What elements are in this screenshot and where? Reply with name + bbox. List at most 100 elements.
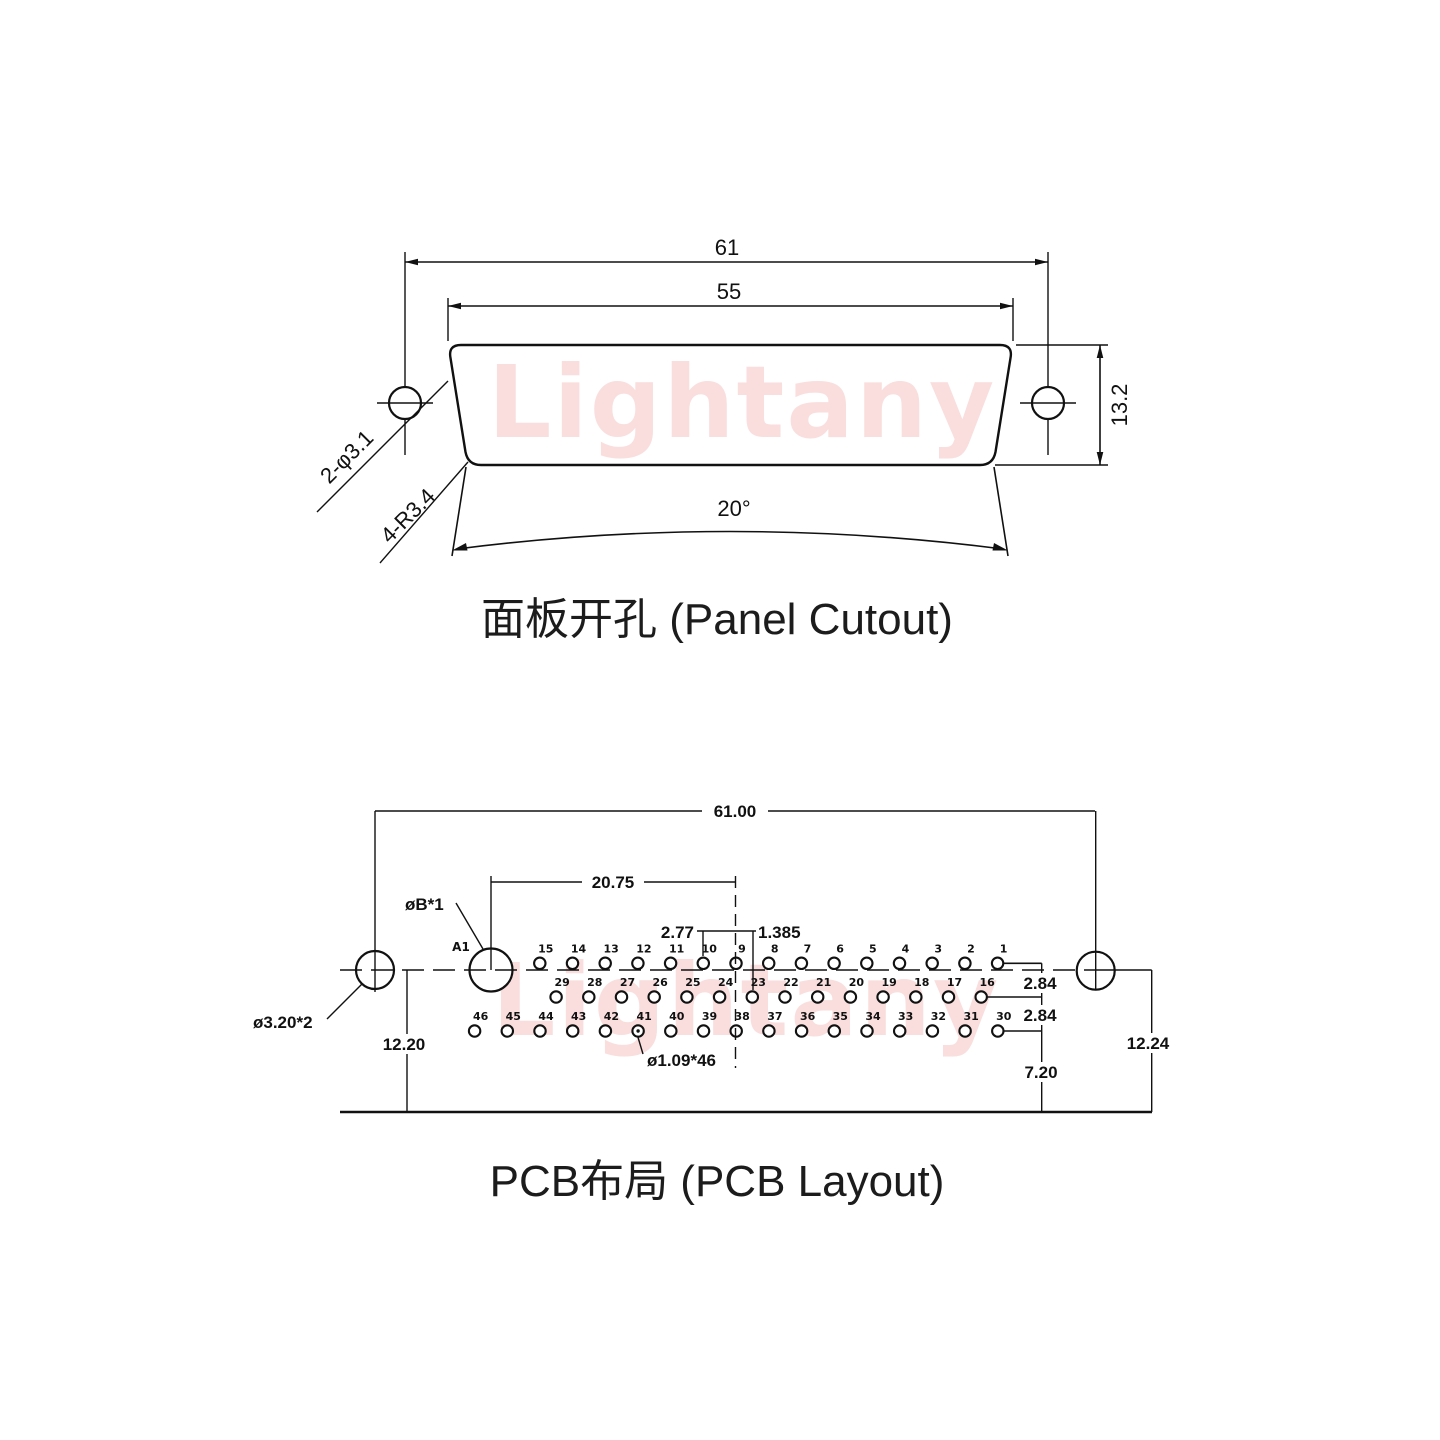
pin-number-38: 38	[735, 1010, 750, 1023]
dim-right-height-label: 12.24	[1127, 1034, 1170, 1053]
pin-number-18: 18	[914, 976, 929, 989]
pin-hole-35	[827, 1024, 842, 1038]
pin-hole-34	[860, 1024, 874, 1038]
pin-hole-25	[680, 990, 694, 1004]
pin-number-3: 3	[934, 942, 942, 955]
pin-number-21: 21	[816, 976, 831, 989]
label-a1-hole-dia: øB*1	[405, 895, 444, 914]
dim-height-label: 13.2	[1107, 384, 1132, 427]
pin-hole-22	[778, 990, 792, 1004]
pin-hole-7	[794, 956, 809, 971]
pin-hole-21	[810, 990, 825, 1004]
pin-hole-46	[467, 1024, 482, 1038]
pin-number-35: 35	[833, 1010, 848, 1023]
pin-hole-29	[549, 990, 563, 1004]
pin-number-25: 25	[685, 976, 700, 989]
pin-hole-45	[500, 1024, 515, 1038]
dim-row-gap1-bg	[1014, 973, 1067, 993]
dim-a1-center-bg	[582, 872, 644, 892]
pin-hole-8	[761, 956, 776, 971]
pin-hole-37	[762, 1024, 776, 1038]
pin-number-6: 6	[836, 942, 844, 955]
pin-number-31: 31	[963, 1010, 978, 1023]
dim-outer-width-label: 61	[715, 235, 739, 260]
pin-number-19: 19	[881, 976, 896, 989]
dim-row-gap1-label: 2.84	[1023, 974, 1057, 993]
label-pin-holes-dia: ø1.09*46	[647, 1051, 716, 1070]
pin-hole-32	[925, 1024, 940, 1038]
pin-number-37: 37	[767, 1010, 782, 1023]
pin-hole-13	[598, 956, 612, 971]
dim-left-height-bg	[374, 1034, 434, 1054]
pcb-caption: PCB布局 (PCB Layout)	[490, 1157, 945, 1206]
pin-hole-24	[712, 990, 727, 1004]
pin-hole-28	[582, 990, 596, 1004]
pin-hole-16	[974, 990, 988, 1004]
pin-hole-44	[533, 1024, 547, 1038]
pin-number-43: 43	[571, 1010, 586, 1023]
leader-corner-radius	[379, 461, 469, 564]
pin-hole-27	[614, 990, 629, 1004]
label-mount-holes-dia: ø3.20*2	[253, 1013, 313, 1032]
dim-right-height-bg	[1118, 1033, 1178, 1053]
pin-hole-23	[745, 990, 760, 1004]
pin-hole-4	[892, 956, 907, 971]
pin-hole-19	[876, 990, 890, 1004]
pin-number-1: 1	[1000, 942, 1008, 955]
pin-number-28: 28	[587, 976, 602, 989]
pin-hole-17	[941, 990, 956, 1004]
pin-hole-15	[533, 956, 547, 971]
dim-total-width-bg	[702, 801, 768, 821]
pin-hole-30	[991, 1024, 1005, 1038]
pin-hole-12	[631, 956, 645, 971]
pin-number-20: 20	[849, 976, 865, 989]
pin-number-11: 11	[669, 942, 684, 955]
panel-caption: 面板开孔 (Panel Cutout)	[481, 595, 953, 644]
pin-number-46: 46	[473, 1010, 489, 1023]
angle-arc-arrow-left	[452, 543, 468, 551]
dim-bottom-offset-bg	[1015, 1062, 1068, 1082]
pin-number-40: 40	[669, 1010, 685, 1023]
pin-number-29: 29	[554, 976, 569, 989]
pin-number-2: 2	[967, 942, 975, 955]
angle-arc	[456, 530, 1004, 550]
pin-hole-33	[892, 1024, 907, 1038]
dim-left-height-label: 12.20	[383, 1035, 426, 1054]
pin-hole-11	[663, 956, 678, 971]
flare-line-left	[451, 466, 467, 557]
pin-number-26: 26	[653, 976, 669, 989]
pin-number-9: 9	[738, 942, 746, 955]
pin-hole-31	[958, 1024, 972, 1038]
pin-number-41: 41	[636, 1010, 651, 1023]
pin-number-13: 13	[604, 942, 619, 955]
pin-number-36: 36	[800, 1010, 816, 1023]
dim-row-gap2-bg	[1014, 1005, 1067, 1025]
pin-hole-39	[696, 1024, 711, 1038]
pin-number-44: 44	[538, 1010, 554, 1023]
pin-hole-5	[860, 956, 874, 971]
leader-a1-hole	[455, 902, 484, 950]
pin-number-17: 17	[947, 976, 962, 989]
pin-number-33: 33	[898, 1010, 913, 1023]
pin-number-14: 14	[571, 942, 587, 955]
pin-number-4: 4	[902, 942, 910, 955]
leader-mount-hole-dia	[326, 983, 363, 1020]
flare-line-right	[993, 466, 1009, 557]
pin-number-22: 22	[783, 976, 798, 989]
label-a1: A1	[452, 940, 470, 954]
pin-hole-dot-41	[636, 1029, 640, 1033]
pin-hole-2	[958, 956, 972, 971]
pin-hole-10	[696, 956, 711, 971]
pin-number-5: 5	[869, 942, 877, 955]
dim-a1-center-label: 20.75	[592, 873, 635, 892]
pin-number-12: 12	[636, 942, 651, 955]
pin-number-10: 10	[702, 942, 718, 955]
pin-number-27: 27	[620, 976, 635, 989]
leader-mount-holes	[316, 380, 449, 513]
pin-number-23: 23	[751, 976, 766, 989]
pin-hole-6	[827, 956, 841, 971]
